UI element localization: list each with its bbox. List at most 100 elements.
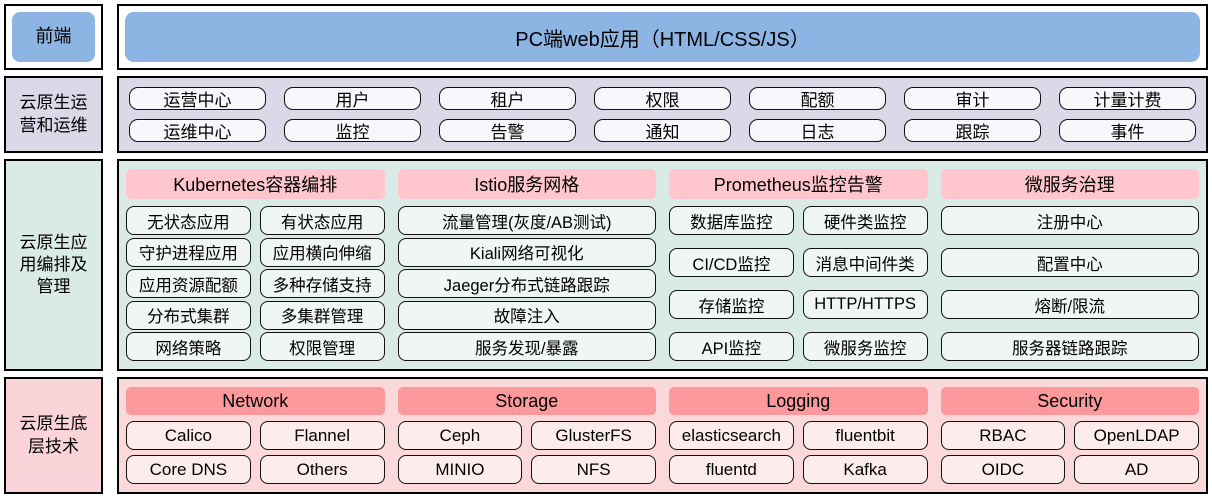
pc-web-app-label: PC端web应用（HTML/CSS/JS） — [125, 12, 1200, 62]
box-row: elasticsearch fluentbit — [669, 421, 928, 450]
column-body: 无状态应用 有状态应用 守护进程应用 应用横向伸缩 应用资源配额 多种存储支持 … — [126, 206, 385, 361]
box-row: CI/CD监控 消息中间件类 — [669, 248, 928, 277]
ops-chip: 租户 — [439, 87, 576, 110]
column-istio: Istio服务网格 流量管理(灰度/AB测试) Kiali网络可视化 Jaege… — [397, 169, 656, 361]
ops-chip: 监控 — [284, 119, 421, 142]
orch-chip: 多集群管理 — [259, 300, 385, 330]
column-body: 流量管理(灰度/AB测试) Kiali网络可视化 Jaeger分布式链路跟踪 故… — [397, 206, 656, 361]
infra-chip: Core DNS — [126, 455, 251, 484]
infra-chip: AD — [1074, 455, 1199, 484]
column-network: Network Calico Flannel Core DNS Others — [126, 387, 385, 484]
box-row: 守护进程应用 应用横向伸缩 — [126, 237, 385, 267]
box-row: Ceph GlusterFS — [397, 421, 656, 450]
ops-chip: 用户 — [284, 87, 421, 110]
column-header: Security — [940, 387, 1199, 415]
ops-chip: 计量计费 — [1059, 87, 1196, 110]
box-row: 服务发现/暴露 — [397, 332, 656, 361]
ops-chip: 审计 — [904, 87, 1041, 110]
infra-chip: Flannel — [259, 421, 385, 450]
orch-chip: 应用资源配额 — [126, 269, 251, 298]
orch-chip: 故障注入 — [397, 300, 656, 330]
box-row: 配置中心 — [940, 248, 1199, 277]
column-header: Kubernetes容器编排 — [126, 169, 385, 199]
box-row: 注册中心 — [940, 206, 1199, 235]
column-header: Storage — [397, 387, 656, 415]
infra-chip: fluentd — [669, 455, 794, 484]
orch-chip: 硬件类监控 — [802, 206, 928, 235]
ops-chip: 通知 — [594, 119, 731, 142]
ops-chip: 权限 — [594, 87, 731, 110]
box-row: 应用资源配额 多种存储支持 — [126, 269, 385, 298]
column-header: Istio服务网格 — [397, 169, 656, 199]
infra-chip: elasticsearch — [669, 421, 794, 450]
sidebar-frontend-label: 前端 — [12, 12, 95, 62]
box-row: API监控 微服务监控 — [669, 332, 928, 361]
column-logging: Logging elasticsearch fluentbit fluentd … — [669, 387, 928, 484]
box-row: OIDC AD — [940, 455, 1199, 484]
orch-chip: 服务发现/暴露 — [397, 332, 656, 361]
infra-chip: OpenLDAP — [1074, 421, 1199, 450]
orch-chip: 网络策略 — [126, 332, 251, 361]
infra-chip: OIDC — [940, 455, 1066, 484]
column-microservice-governance: 微服务治理 注册中心 配置中心 熔断/限流 服务器链路跟踪 — [940, 169, 1199, 361]
orch-chip: 无状态应用 — [126, 206, 251, 235]
box-row: 存储监控 HTTP/HTTPS — [669, 290, 928, 319]
column-security: Security RBAC OpenLDAP OIDC AD — [940, 387, 1199, 484]
box-row: 服务器链路跟踪 — [940, 332, 1199, 361]
orch-chip: 存储监控 — [669, 290, 794, 319]
column-body: Calico Flannel Core DNS Others — [126, 421, 385, 484]
infra-chip: GlusterFS — [531, 421, 656, 450]
infra-chip: Ceph — [397, 421, 523, 450]
ops-chip: 告警 — [439, 119, 576, 142]
box-row: Kiali网络可视化 — [397, 237, 656, 267]
ops-section: 运营中心 用户 租户 权限 配额 审计 计量计费 运维中心 监控 告警 通知 日… — [117, 76, 1208, 153]
orch-chip: API监控 — [669, 332, 794, 361]
orch-chip: 有状态应用 — [259, 206, 385, 235]
pc-web-app-bar: PC端web应用（HTML/CSS/JS） — [117, 4, 1208, 70]
column-kubernetes: Kubernetes容器编排 无状态应用 有状态应用 守护进程应用 应用横向伸缩… — [126, 169, 385, 361]
sidebar-ops: 云原生运营和运维 — [4, 76, 103, 153]
infra-chip: RBAC — [940, 421, 1066, 450]
column-body: 注册中心 配置中心 熔断/限流 服务器链路跟踪 — [940, 206, 1199, 361]
orch-chip: 数据库监控 — [669, 206, 794, 235]
infra-chip: Kafka — [802, 455, 928, 484]
box-row: 分布式集群 多集群管理 — [126, 300, 385, 330]
orch-chip: 注册中心 — [940, 206, 1199, 235]
box-row: MINIO NFS — [397, 455, 656, 484]
infra-chip: NFS — [531, 455, 656, 484]
box-row: RBAC OpenLDAP — [940, 421, 1199, 450]
infra-chip: Calico — [126, 421, 251, 450]
orch-chip: 分布式集群 — [126, 300, 251, 330]
box-row: Calico Flannel — [126, 421, 385, 450]
column-header: 微服务治理 — [940, 169, 1199, 199]
column-body: Ceph GlusterFS MINIO NFS — [397, 421, 656, 484]
infra-chip: fluentbit — [802, 421, 928, 450]
orch-chip: 流量管理(灰度/AB测试) — [397, 206, 656, 235]
box-row: Core DNS Others — [126, 455, 385, 484]
orch-chip: 权限管理 — [259, 332, 385, 361]
sidebar-infra: 云原生底层技术 — [4, 377, 103, 494]
box-row: Jaeger分布式链路跟踪 — [397, 269, 656, 298]
infra-chip: MINIO — [397, 455, 523, 484]
ops-chip: 跟踪 — [904, 119, 1041, 142]
sidebar-orchestration: 云原生应用编排及管理 — [4, 159, 103, 371]
ops-chip: 事件 — [1059, 119, 1196, 142]
orch-chip: 配置中心 — [940, 248, 1199, 277]
column-header: Prometheus监控告警 — [669, 169, 928, 199]
ops-chip: 运营中心 — [129, 87, 266, 110]
orch-chip: 消息中间件类 — [802, 248, 928, 277]
orch-chip: 微服务监控 — [802, 332, 928, 361]
ops-chip: 运维中心 — [129, 119, 266, 142]
orch-chip: 熔断/限流 — [940, 290, 1199, 319]
column-prometheus: Prometheus监控告警 数据库监控 硬件类监控 CI/CD监控 消息中间件… — [669, 169, 928, 361]
column-storage: Storage Ceph GlusterFS MINIO NFS — [397, 387, 656, 484]
sidebar-frontend: 前端 — [4, 4, 103, 70]
box-row: fluentd Kafka — [669, 455, 928, 484]
column-body: RBAC OpenLDAP OIDC AD — [940, 421, 1199, 484]
box-row: 流量管理(灰度/AB测试) — [397, 206, 656, 235]
infra-chip: Others — [259, 455, 385, 484]
column-header: Logging — [669, 387, 928, 415]
column-body: elasticsearch fluentbit fluentd Kafka — [669, 421, 928, 484]
box-row: 故障注入 — [397, 300, 656, 330]
orch-chip: 应用横向伸缩 — [259, 237, 385, 267]
